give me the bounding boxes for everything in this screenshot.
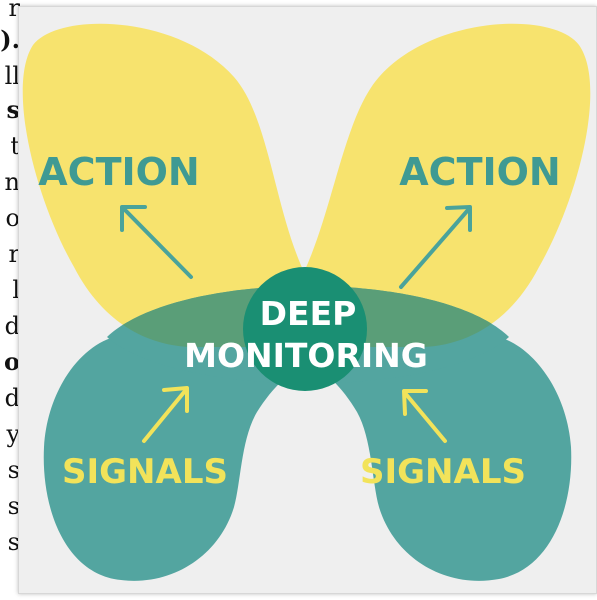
arrow-top-left-icon — [120, 205, 193, 279]
top-wings — [22, 23, 591, 348]
text-fragment: y — [6, 420, 20, 448]
text-fragment: ). — [0, 25, 20, 54]
text-fragment: o — [5, 204, 20, 232]
arrow-bottom-left-icon — [142, 386, 189, 443]
center-label-monitoring: MONITORING — [184, 336, 428, 375]
text-fragment: s — [7, 528, 20, 556]
bottom-right-wing — [309, 332, 572, 581]
bottom-left-label: SIGNALS — [62, 452, 228, 492]
center-circle — [243, 267, 367, 391]
bottom-right-label: SIGNALS — [360, 452, 526, 492]
text-fragment: l — [12, 276, 20, 304]
text-fragment: r — [8, 240, 20, 268]
bottom-left-wing — [43, 332, 310, 581]
top-right-label: ACTION — [399, 150, 560, 194]
cropped-page-text: r ). ll s t n o r l d o d y s s s — [0, 0, 22, 600]
butterfly-svg: ACTION ACTION DEEP MONITORING SIGNALS SI… — [22, 23, 591, 581]
text-fragment: r — [8, 0, 20, 22]
text-fragment: t — [10, 132, 20, 160]
text-fragment: ll — [4, 62, 20, 90]
text-fragment: d — [4, 384, 20, 412]
text-fragment: d — [4, 312, 20, 340]
arrow-bottom-right-icon — [402, 389, 447, 443]
text-fragment: s — [7, 492, 20, 520]
text-fragment: s — [7, 456, 20, 484]
arrow-top-right-icon — [399, 205, 472, 289]
center-label-deep: DEEP — [260, 294, 357, 333]
top-left-label: ACTION — [38, 150, 199, 194]
text-fragment: n — [4, 168, 20, 196]
butterfly-diagram: ACTION ACTION DEEP MONITORING SIGNALS SI… — [18, 6, 597, 594]
text-fragment: s — [6, 95, 20, 124]
text-fragment: o — [3, 347, 20, 376]
